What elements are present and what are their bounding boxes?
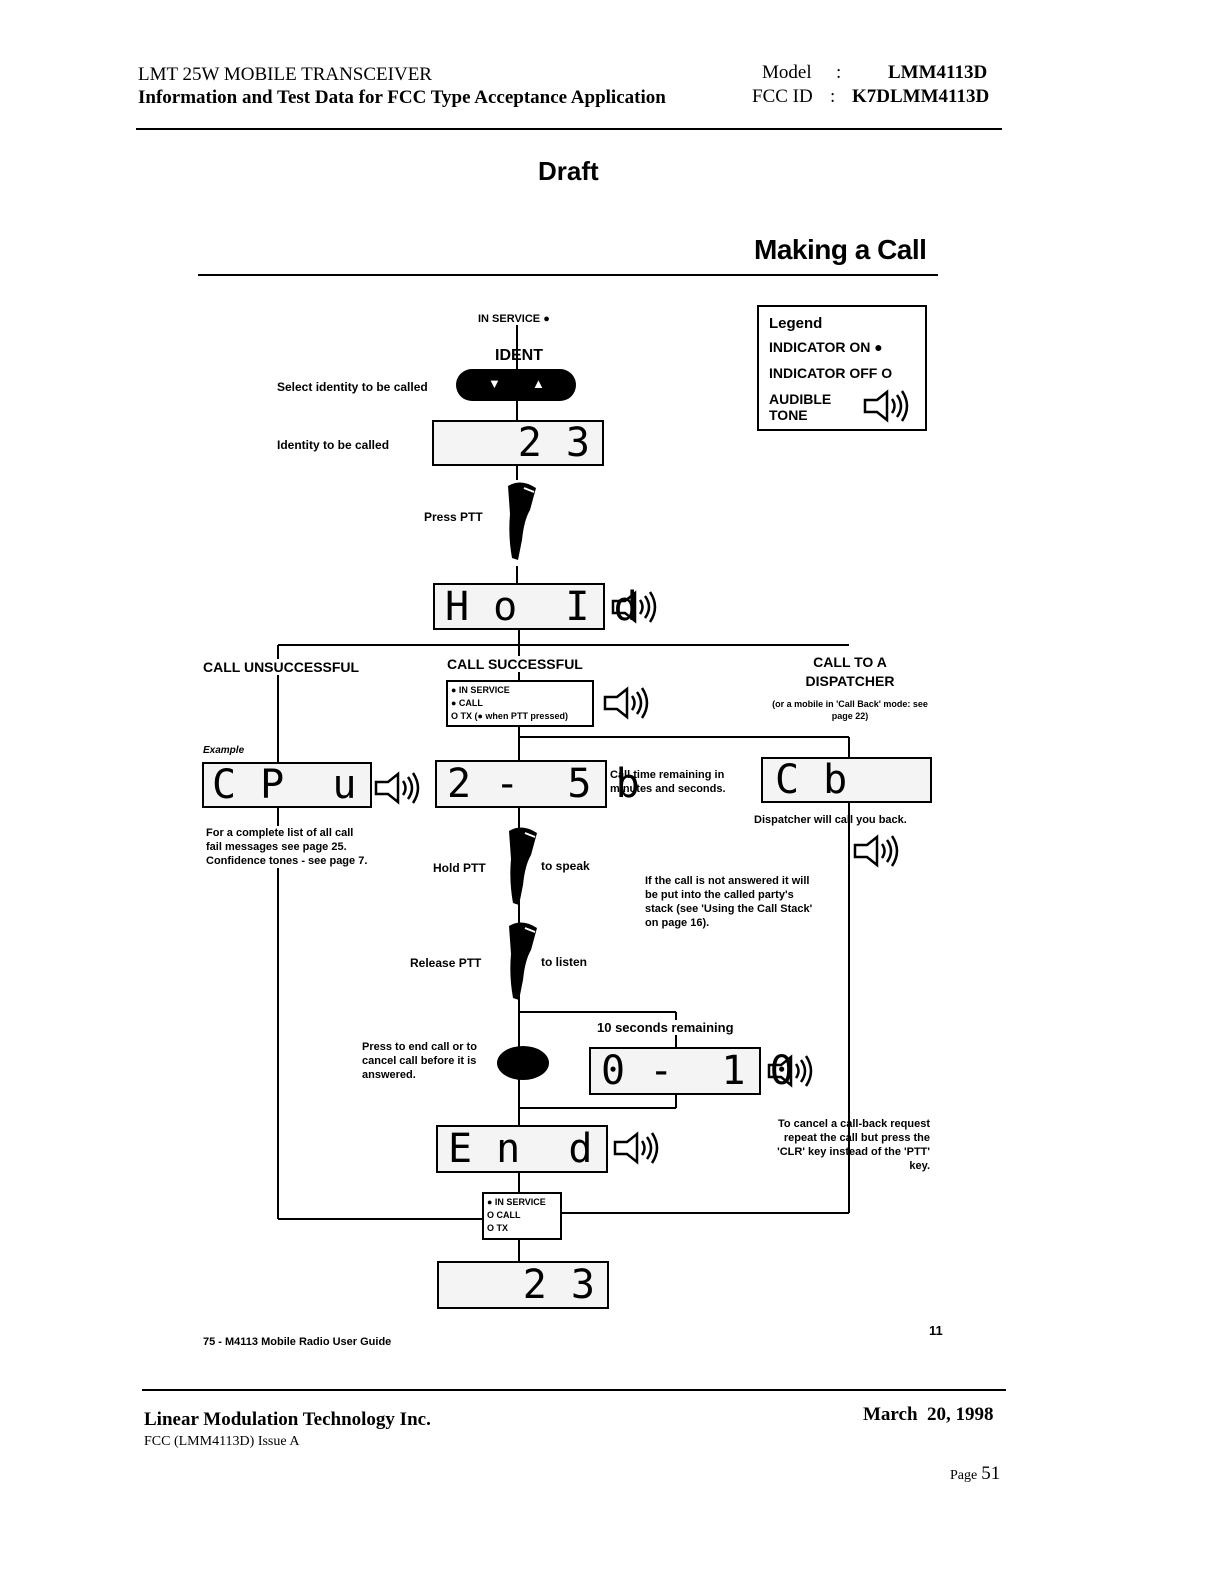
section-rule xyxy=(198,274,938,276)
legend-on: INDICATOR ON ● xyxy=(769,339,883,355)
audible-tone-icon xyxy=(613,1131,659,1165)
select-identity-label: Select identity to be called xyxy=(277,380,428,394)
company-name: Linear Modulation Technology Inc. xyxy=(144,1409,431,1430)
doc-title-line2: Information and Test Data for FCC Type A… xyxy=(138,87,666,108)
display-identity-23: 2 3 xyxy=(432,420,604,466)
end-call-button[interactable] xyxy=(497,1046,549,1080)
not-answered-note: If the call is not answered it will be p… xyxy=(645,875,813,929)
section-title: Making a Call xyxy=(754,234,927,265)
audible-tone-icon xyxy=(853,834,899,868)
guide-footer: 75 - M4113 Mobile Radio User Guide xyxy=(203,1336,392,1348)
call-fail-note: For a complete list of all call fail mes… xyxy=(206,826,368,868)
ind-tx: O TX (● when PTT pressed) xyxy=(451,711,568,721)
ptt-microphone-icon[interactable] xyxy=(504,480,538,562)
identity-to-be-called-label: Identity to be called xyxy=(277,438,390,452)
hold-ptt-label: Hold PTT xyxy=(433,861,486,875)
ident-label: IDENT xyxy=(495,347,543,364)
model-label: Model xyxy=(762,62,812,83)
legend-off: INDICATOR OFF O xyxy=(769,365,893,381)
ind-call: O CALL xyxy=(487,1210,521,1220)
footer-rule xyxy=(142,1389,1006,1391)
legend-title: Legend xyxy=(769,315,823,332)
header-rule xyxy=(136,128,1002,130)
display-call-back: C b xyxy=(761,757,932,803)
display-call-timer: 2 - 5 b xyxy=(435,760,640,808)
scroll-down-icon[interactable]: ▼ xyxy=(488,376,501,391)
model-sep: : xyxy=(836,62,842,83)
display-identity-23-final: 2 3 xyxy=(437,1261,609,1309)
press-ptt-label: Press PTT xyxy=(424,510,483,524)
issue-label: FCC (LMM4113D) Issue A xyxy=(144,1434,300,1449)
ten-seconds-label: 10 seconds remaining xyxy=(597,1020,734,1035)
ptt-microphone-icon[interactable] xyxy=(505,920,539,1002)
model-value: LMM4113D xyxy=(888,62,988,83)
dispatcher-will-call-note: Dispatcher will call you back. xyxy=(754,814,907,826)
audible-tone-icon xyxy=(374,771,420,805)
ind-in-service: ● IN SERVICE xyxy=(487,1197,546,1207)
release-ptt-label: Release PTT xyxy=(410,956,482,970)
guide-page-number: 11 xyxy=(929,1323,943,1338)
ident-rocker-button[interactable]: ▼ ▲ xyxy=(456,369,576,401)
doc-title-line1: LMT 25W MOBILE TRANSCEIVER xyxy=(138,64,432,85)
scroll-up-icon[interactable]: ▲ xyxy=(532,376,545,391)
dispatcher-note: (or a mobile in 'Call Back' mode: see pa… xyxy=(772,699,928,721)
audible-tone-icon xyxy=(767,1054,813,1088)
footer-date: March 20, 1998 xyxy=(863,1404,994,1425)
draft-label: Draft xyxy=(538,156,599,186)
example-label: Example xyxy=(203,745,245,756)
ptt-microphone-icon[interactable] xyxy=(505,825,539,907)
cancel-callback-note: To cancel a call-back request repeat the… xyxy=(777,1118,930,1172)
fccid-value: K7DLMM4113D xyxy=(852,86,990,107)
call-successful-heading: CALL SUCCESSFUL xyxy=(446,656,584,672)
display-ten-seconds: 0 - 1 0 xyxy=(589,1047,794,1095)
ind-in-service: ● IN SERVICE xyxy=(451,685,510,695)
fccid-label: FCC ID xyxy=(752,86,813,107)
display-cpu: C P u xyxy=(202,762,372,808)
display-end: E n d xyxy=(436,1125,608,1173)
to-listen-label: to listen xyxy=(541,955,588,969)
press-end-note: Press to end call or to cancel call befo… xyxy=(362,1041,477,1081)
indicator-on-symbol: ● xyxy=(874,339,883,355)
audible-tone-icon xyxy=(603,686,649,720)
in-service-label: IN SERVICE ● xyxy=(478,313,550,325)
call-time-note: Call time remaining in minutes and secon… xyxy=(610,769,726,795)
display-hold: H o I d xyxy=(433,583,638,630)
ind-tx: O TX xyxy=(487,1223,509,1233)
call-to-dispatcher-heading: CALL TO A DISPATCHER xyxy=(805,654,895,689)
audible-tone-icon xyxy=(611,590,657,624)
call-unsuccessful-heading: CALL UNSUCCESSFUL xyxy=(202,659,361,675)
indicator-panel-idle: ● IN SERVICE O CALL O TX xyxy=(482,1192,562,1240)
to-speak-label: to speak xyxy=(541,859,590,873)
fccid-sep: : xyxy=(830,86,836,107)
audible-tone-icon xyxy=(863,389,909,423)
ind-call: ● CALL xyxy=(451,698,483,708)
indicator-panel-calling: ● IN SERVICE ● CALL O TX (● when PTT pre… xyxy=(446,680,594,727)
legend-tone: AUDIBLE TONE xyxy=(769,391,832,423)
legend-box: Legend INDICATOR ON ● INDICATOR OFF O AU… xyxy=(757,305,927,431)
indicator-off-symbol: O xyxy=(881,365,893,381)
page-number: Page 51 xyxy=(950,1463,1001,1484)
